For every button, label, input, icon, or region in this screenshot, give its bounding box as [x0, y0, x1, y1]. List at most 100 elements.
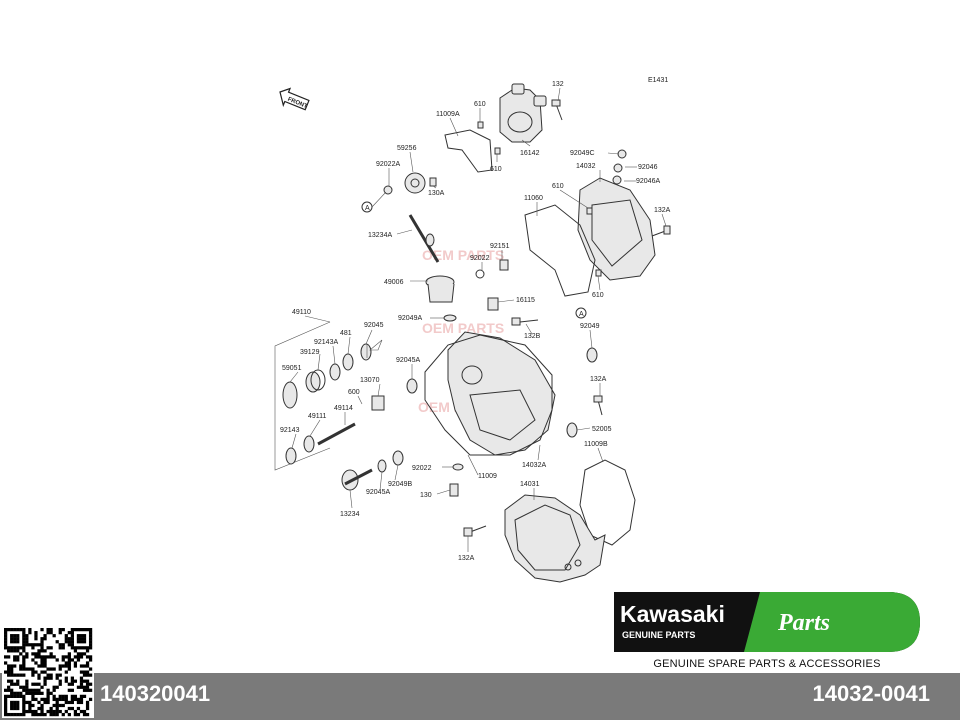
governor-part — [425, 275, 455, 303]
washer-part — [452, 463, 464, 471]
gasket-11009a-part — [444, 129, 493, 173]
qr-cell — [61, 655, 65, 659]
qr-cell — [28, 628, 32, 632]
part-label: 132B — [524, 333, 541, 340]
qr-cell — [37, 700, 41, 705]
qr-cell — [70, 658, 74, 662]
qr-cell — [16, 640, 20, 644]
qr-cell — [55, 673, 59, 677]
part-label: 600 — [348, 389, 360, 396]
qr-cell — [40, 649, 44, 653]
qr-cell — [61, 697, 65, 702]
qr-cell — [46, 697, 50, 702]
qr-cell — [10, 649, 14, 653]
qr-cell — [46, 655, 50, 659]
qr-cell — [52, 667, 56, 671]
qr-cell — [31, 673, 35, 677]
gear-part — [303, 435, 315, 453]
qr-cell — [76, 628, 81, 632]
qr-cell — [79, 670, 84, 674]
qr-cell — [79, 685, 84, 689]
part-label: 92022A — [376, 161, 400, 168]
qr-cell — [22, 658, 26, 662]
qr-cell — [25, 652, 29, 656]
qr-cell — [19, 712, 23, 717]
qr-cell — [88, 655, 93, 659]
qr-cell — [82, 709, 87, 714]
qr-cell — [34, 709, 38, 714]
qr-cell — [13, 712, 17, 717]
qr-cell — [22, 703, 26, 708]
qr-cell — [46, 709, 50, 714]
qr-cell — [43, 676, 47, 680]
qr-cell — [70, 631, 74, 635]
qr-cell — [28, 643, 32, 647]
qr-cell — [19, 673, 23, 677]
qr-cell — [85, 628, 90, 632]
qr-cell — [13, 658, 17, 662]
qr-cell — [37, 688, 41, 692]
qr-cell — [22, 700, 26, 705]
qr-cell — [25, 655, 29, 659]
qr-cell — [4, 670, 8, 674]
qr-cell — [55, 703, 59, 708]
qr-cell — [82, 679, 87, 683]
qr-cell — [64, 679, 68, 683]
qr-cell — [13, 673, 17, 677]
qr-cell — [88, 673, 93, 677]
qr-cell — [70, 676, 74, 680]
qr-cell — [43, 679, 47, 683]
qr-cell — [4, 631, 8, 635]
qr-cell — [28, 667, 32, 671]
part-label: 92045A — [366, 489, 390, 496]
qr-cell — [70, 688, 74, 692]
qr-cell — [16, 691, 20, 695]
qr-cell — [31, 652, 35, 656]
qr-cell — [79, 700, 84, 705]
qr-cell — [49, 709, 53, 714]
qr-cell — [55, 640, 59, 644]
qr-cell — [16, 700, 20, 705]
qr-cell — [31, 697, 35, 702]
qr-cell — [22, 646, 26, 650]
qr-cell — [16, 634, 20, 638]
qr-cell — [88, 682, 93, 686]
qr-cell — [58, 664, 62, 668]
qr-cell — [19, 667, 23, 671]
qr-cell — [37, 673, 41, 677]
qr-cell — [28, 700, 32, 705]
qr-cell — [7, 673, 11, 677]
qr-cell — [16, 694, 20, 698]
qr-cell — [73, 661, 78, 665]
qr-cell — [25, 691, 29, 695]
kick-gear-part — [282, 381, 298, 409]
qr-cell — [37, 649, 41, 653]
qr-cell — [34, 643, 38, 647]
qr-cell — [22, 631, 26, 635]
qr-cell — [16, 673, 20, 677]
part-label: 610 — [490, 166, 502, 173]
qr-cell — [10, 628, 14, 632]
qr-cell — [4, 700, 8, 705]
qr-cell — [16, 637, 20, 641]
qr-cell — [58, 646, 62, 650]
qr-cell — [73, 664, 78, 668]
qr-cell — [34, 631, 38, 635]
qr-cell — [88, 640, 93, 644]
qr-cell — [10, 679, 14, 683]
qr-cell — [43, 655, 47, 659]
qr-cell — [43, 658, 47, 662]
bolt-part — [511, 317, 539, 326]
qr-cell — [37, 691, 41, 695]
qr-cell — [13, 700, 17, 705]
washer-part — [360, 343, 372, 361]
qr-cell — [10, 637, 14, 641]
qr-cell — [67, 658, 71, 662]
qr-cell — [82, 646, 87, 650]
qr-cell — [34, 712, 38, 717]
qr-cell — [61, 646, 65, 650]
qr-cell — [16, 655, 20, 659]
qr-cell — [76, 700, 81, 705]
assembly-bracket — [274, 321, 331, 471]
